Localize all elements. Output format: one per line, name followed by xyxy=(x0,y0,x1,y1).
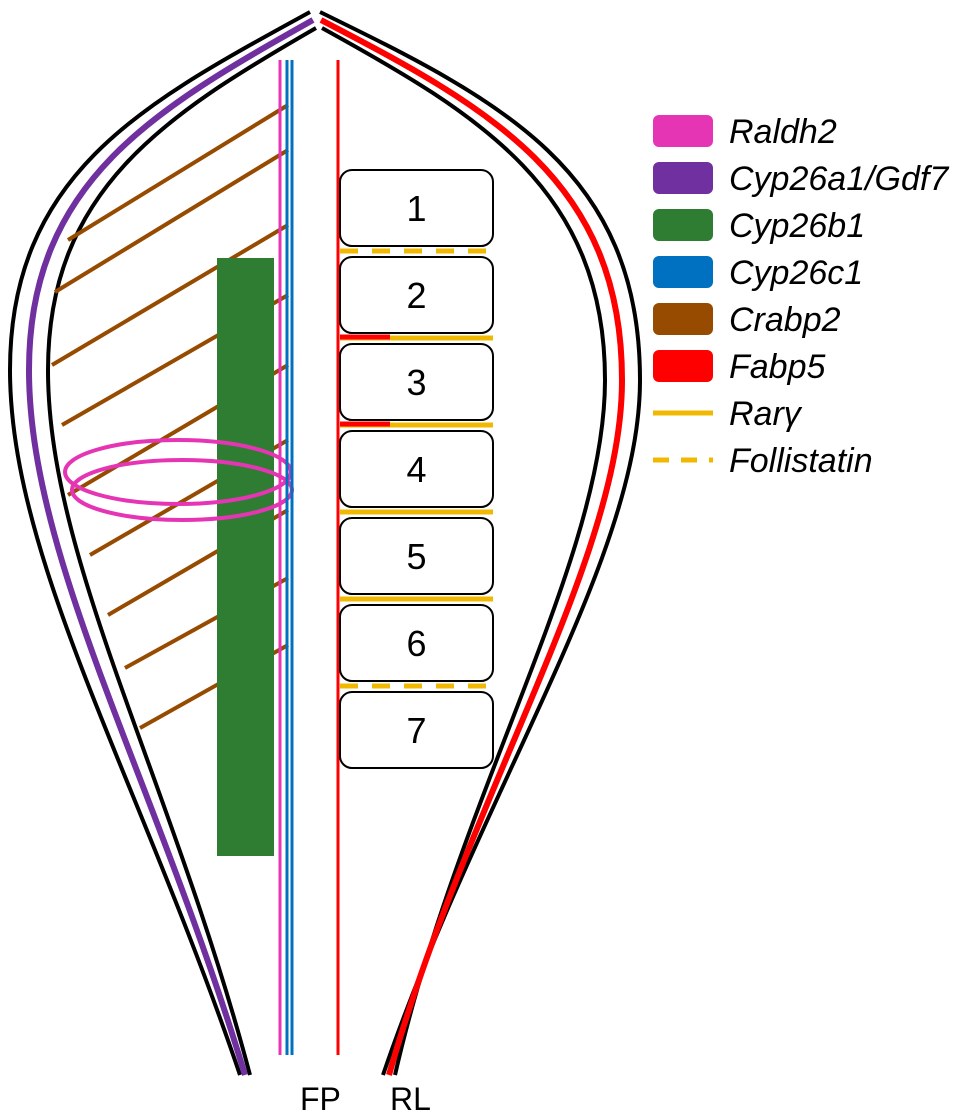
rhombomere-label: 6 xyxy=(406,623,426,664)
legend-swatch xyxy=(653,209,713,241)
legend-label: Cyp26a1/Gdf7 xyxy=(729,160,949,198)
legend-item: Fabp5 xyxy=(653,348,825,386)
hindbrain-outline xyxy=(7,10,643,1076)
legend-label: Rarγ xyxy=(729,395,803,433)
legend-item: Cyp26b1 xyxy=(653,207,865,245)
legend-label: Follistatin xyxy=(729,442,873,480)
fabp5-edge-expression xyxy=(319,17,626,1076)
rhombomere-label: 2 xyxy=(406,275,426,316)
legend-label: Cyp26c1 xyxy=(729,254,863,292)
rhombomere-column: 1 2 3 4 5 6 7 xyxy=(339,169,494,769)
legend-item: Cyp26c1 xyxy=(653,254,863,292)
rhombomere-boundaries xyxy=(340,248,493,689)
rhombomere-label: 5 xyxy=(406,536,426,577)
rhombomere-box xyxy=(339,691,494,769)
rhombomere-label: 1 xyxy=(406,188,426,229)
rhombomere-box xyxy=(339,256,494,334)
legend-item: Follistatin xyxy=(653,442,873,480)
outline-left-outer xyxy=(7,10,311,1076)
rhombomere-box xyxy=(339,517,494,595)
crabp2-stripe xyxy=(53,148,290,294)
legend: Raldh2Cyp26a1/Gdf7Cyp26b1Cyp26c1Crabp2Fa… xyxy=(653,113,949,480)
legend-swatch xyxy=(653,162,713,194)
cyp26b1-expression xyxy=(217,258,274,856)
legend-swatch xyxy=(653,350,713,382)
outline-left-inner xyxy=(45,26,317,1076)
rhombomere-label: 3 xyxy=(406,362,426,403)
crabp2-stripe xyxy=(66,103,290,242)
rhombic-lip-label: RL xyxy=(390,1081,431,1117)
legend-swatch xyxy=(653,303,713,335)
rhombomere-label: 4 xyxy=(406,449,426,490)
legend-label: Fabp5 xyxy=(729,348,825,386)
rhombomere-box xyxy=(339,604,494,682)
cyp26a1-gdf7-expression xyxy=(25,17,315,1076)
legend-label: Raldh2 xyxy=(729,113,837,151)
floor-plate-label: FP xyxy=(300,1081,341,1117)
outline-right-outer xyxy=(319,10,643,1076)
outline-right-inner xyxy=(321,26,608,1076)
crabp2-stripe xyxy=(50,223,290,367)
rhombomere-box xyxy=(339,430,494,508)
legend-item: Raldh2 xyxy=(653,113,837,151)
rhombomere-box xyxy=(339,169,494,247)
legend-label: Cyp26b1 xyxy=(729,207,865,245)
legend-item: Cyp26a1/Gdf7 xyxy=(653,160,949,198)
legend-label: Crabp2 xyxy=(729,301,841,339)
rhombomere-box xyxy=(339,343,494,421)
legend-swatch xyxy=(653,115,713,147)
legend-swatch xyxy=(653,256,713,288)
rhombomere-label: 7 xyxy=(406,710,426,751)
legend-item: Rarγ xyxy=(653,395,803,433)
legend-item: Crabp2 xyxy=(653,301,841,339)
